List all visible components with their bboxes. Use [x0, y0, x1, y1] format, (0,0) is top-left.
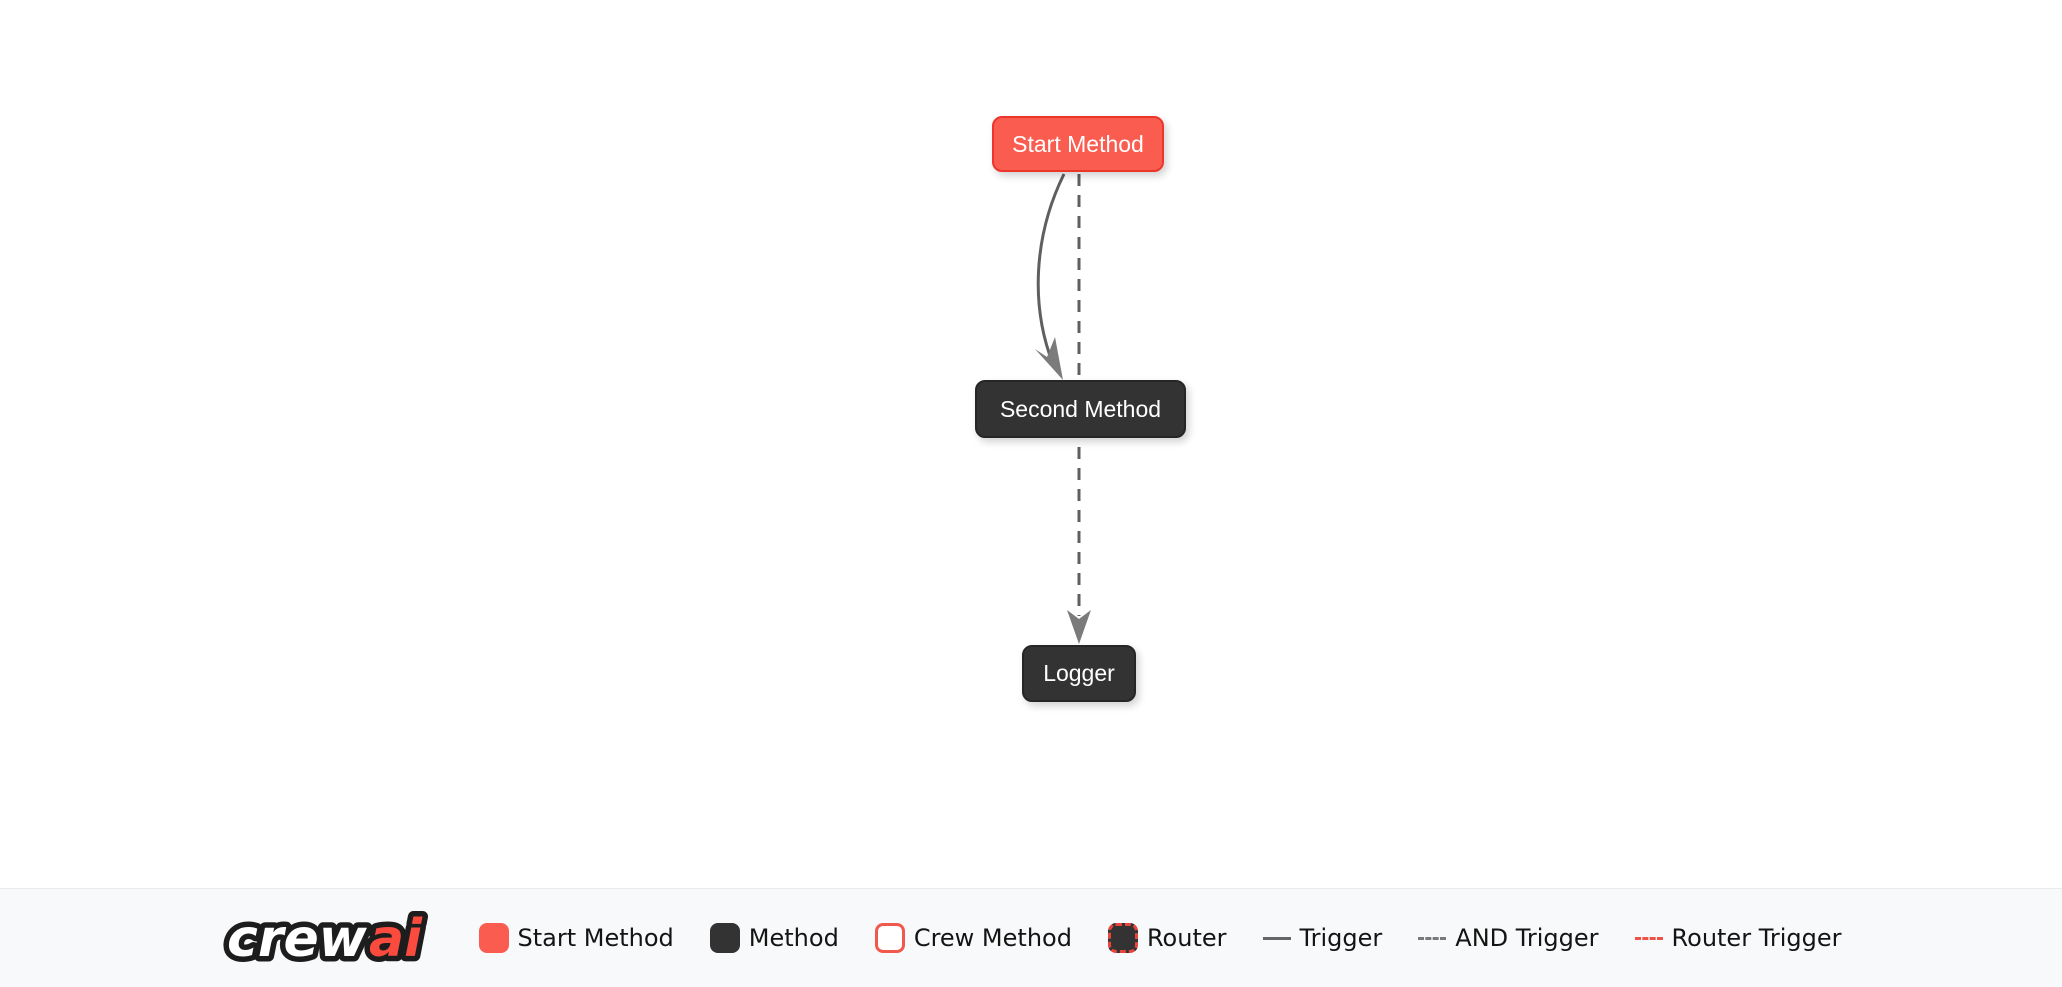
node-logger[interactable]: Logger: [1022, 645, 1136, 702]
legend-item-method: Method: [709, 923, 839, 953]
legend-item-label: Router Trigger: [1671, 924, 1842, 952]
and-trigger-line-sample: [1418, 936, 1447, 940]
crewai-logo-icon: crew ai: [221, 904, 428, 975]
trigger-arrowhead-icon: [1035, 337, 1063, 380]
legend-item-router: Router: [1107, 923, 1227, 953]
legend-item-label: Method: [748, 924, 839, 952]
legend-item-crew-method: Crew Method: [874, 923, 1072, 953]
legend-item-label: Trigger: [1299, 924, 1383, 952]
crew-method-swatch: [874, 923, 905, 953]
and-trigger-arrowhead-icon: [1067, 610, 1091, 644]
logo-text-ai: ai: [369, 909, 423, 969]
legend-item-trigger: Trigger: [1262, 924, 1383, 952]
router-swatch: [1107, 923, 1138, 953]
start-method-swatch: [478, 923, 509, 953]
crewai-logo: crew ai: [221, 900, 439, 976]
edge-trigger-start-to-second: [1036, 173, 1066, 365]
node-start-method[interactable]: Start Method: [992, 116, 1164, 172]
legend-item-label: Router: [1146, 924, 1227, 952]
trigger-line-sample: [1262, 936, 1291, 940]
legend-item-label: Crew Method: [913, 924, 1072, 952]
legend-item-start-method: Start Method: [478, 923, 674, 953]
legend-item-label: Start Method: [517, 924, 674, 952]
legend-item-and-trigger: AND Trigger: [1418, 924, 1599, 952]
legend-bar: crew ai Start Method Method Crew Method …: [0, 888, 2062, 987]
router-trigger-line-sample: [1634, 936, 1663, 940]
method-swatch: [709, 923, 740, 953]
node-second-method[interactable]: Second Method: [975, 380, 1186, 438]
legend-item-label: AND Trigger: [1455, 924, 1599, 952]
logo-text-crew: crew: [227, 909, 368, 969]
legend-item-router-trigger: Router Trigger: [1634, 924, 1842, 952]
flow-canvas[interactable]: Start Method Second Method Logger: [0, 0, 2062, 888]
